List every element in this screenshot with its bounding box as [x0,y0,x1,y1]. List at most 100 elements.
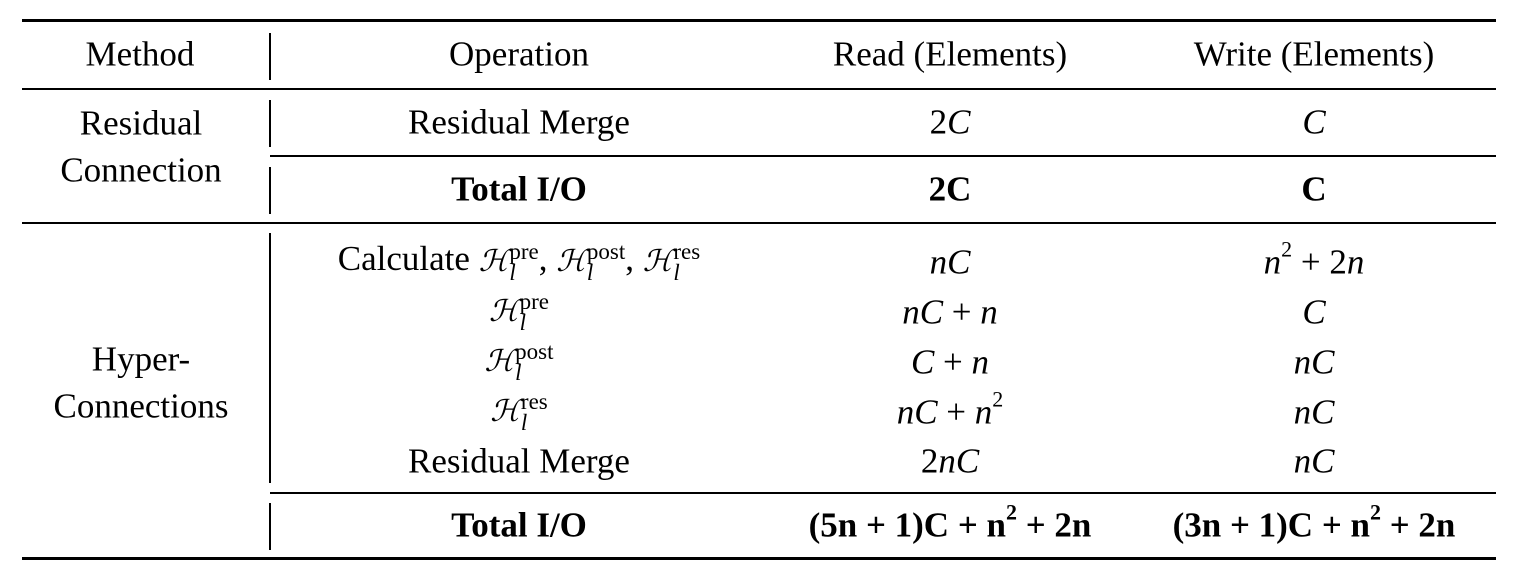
math-variable: n [1346,242,1365,282]
superscript: 2 [1281,236,1293,262]
table-cell-op: Total I/O [451,508,587,543]
method-hyper-line2: Connections [53,386,229,426]
cell-text: Calculate [337,239,479,279]
cell-text: 2 [920,441,939,481]
table-cell-read: C + n [911,345,989,380]
superscript: pre [519,289,550,314]
superscript: 2 [992,386,1004,412]
column-divider [269,233,271,483]
hyper-inner-rule [270,492,1496,494]
math-variable: nC [929,242,971,282]
table-cell-write: C [1302,295,1325,330]
script-h: ℋ [490,394,520,429]
column-divider [269,503,271,550]
subscript: l [520,410,528,435]
cell-text: , [625,239,643,279]
script-h: ℋ [556,244,586,279]
superscript: 2 [1005,499,1017,525]
table-cell-read: nC [930,245,971,280]
method-residual-line2: Connection [60,150,222,190]
column-divider [269,167,271,214]
cell-text: + [937,392,975,432]
math-variable: n [971,342,990,382]
math-variable: nC [1293,392,1335,432]
header-method: Method [85,34,195,74]
method-hyper-line1: Hyper- [91,339,191,379]
table-cell-op: Residual Merge [408,444,630,479]
top-rule [22,19,1496,22]
column-divider [269,33,271,80]
table-cell-op: Total I/O [451,172,587,207]
table-cell-write: C [1301,172,1326,207]
header-rule [22,88,1496,90]
superscript: res [673,239,701,264]
script-h: ℋ [488,294,519,329]
math-variable: nC [896,392,938,432]
math-variable: C [910,342,935,382]
superscript: pre [509,239,539,264]
table-cell-write: (3n + 1)C + n2 + 2n [1172,501,1456,545]
bottom-rule [22,557,1496,560]
math-variable: nC [902,292,944,332]
residual-inner-rule [270,155,1496,157]
script-h: ℋ [642,244,673,279]
math-variable: C [1302,292,1326,332]
table-cell-op: Residual Merge [408,105,630,140]
cell-text: C [1301,169,1327,209]
cell-text: + 2 [1292,242,1347,282]
cell-text: + [934,342,972,382]
math-variable: nC [1293,342,1335,382]
math-variable: C [947,102,971,142]
math-variable: n [980,292,998,332]
superscript: post [515,339,554,364]
cell-text: Total I/O [451,505,587,545]
table-cell-write: n2 + 2n [1263,238,1365,282]
subscript: l [673,260,680,285]
table-cell-write: nC [1294,345,1335,380]
cell-text: Total I/O [451,169,587,209]
column-divider [269,100,271,147]
subscript: l [509,260,516,285]
subscript: l [586,260,594,285]
cell-text: + 2n [1016,505,1092,545]
header-operation: Operation [449,34,589,74]
header-write: Write (Elements) [1193,34,1435,74]
table-cell-read: nC + n2 [896,388,1004,432]
superscript: post [586,239,626,264]
table-cell-read: 2nC [921,444,979,479]
table-cell-read: 2C [930,105,971,140]
math-variable: n [1263,242,1282,282]
math-variable: nC [1293,441,1335,481]
cell-text: (3n + 1)C + n [1172,505,1370,545]
cell-text: Residual Merge [408,102,630,142]
table-cell-write: nC [1294,444,1335,479]
subscript: l [515,360,522,385]
header-read: Read (Elements) [832,34,1068,74]
table-cell-write: C [1302,105,1325,140]
math-variable: nC [938,441,980,481]
superscript: 2 [1369,499,1381,525]
cell-text: , [538,239,557,279]
group-rule [22,222,1496,224]
cell-text: + 2n [1380,505,1456,545]
table-cell-read: nC + n [902,295,998,330]
table-cell-write: nC [1294,395,1335,430]
cell-text: 2 [929,102,948,142]
cell-text: Residual Merge [408,441,630,481]
subscript: l [519,310,527,335]
cell-text: + [943,292,981,332]
